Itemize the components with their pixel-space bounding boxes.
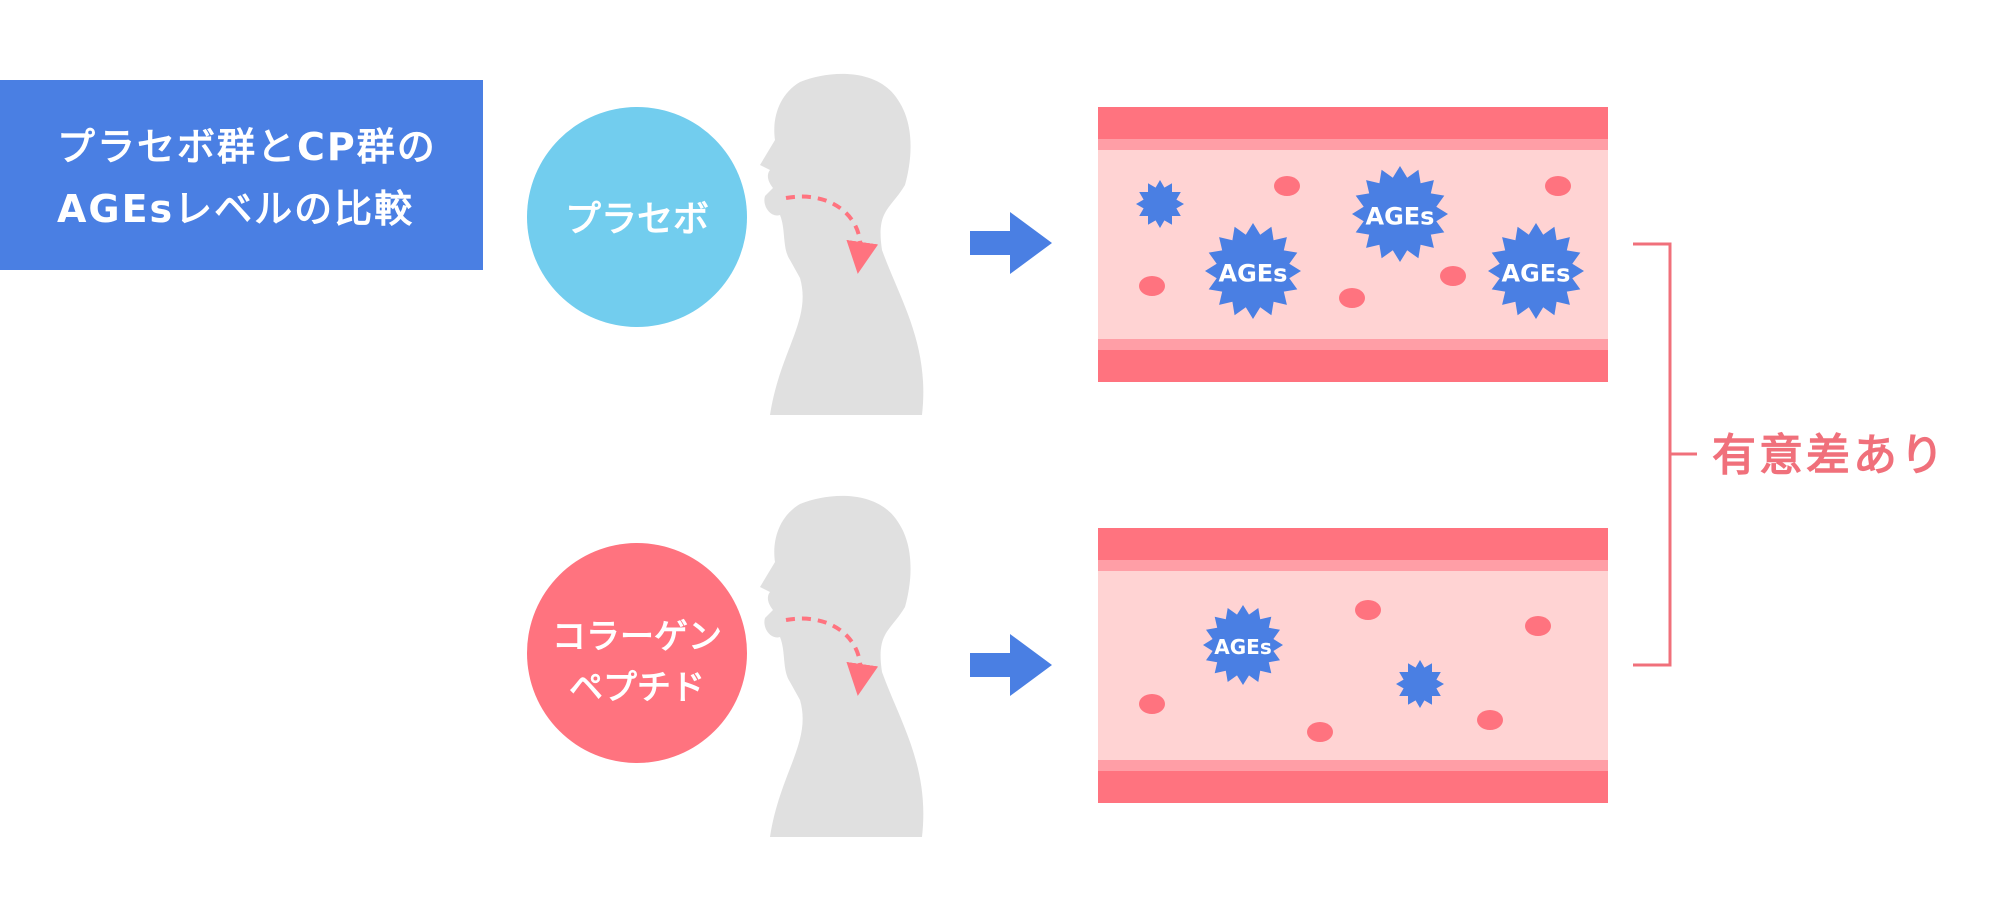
ages-star-shape: [1396, 660, 1444, 708]
ages-label: AGEs: [1366, 203, 1435, 231]
blood-dot: [1525, 616, 1551, 636]
swallow-arrow-placebo: [785, 194, 879, 274]
arrow-collagen: [970, 634, 1052, 696]
collagen-peptide-label-line-2: ペプチド: [569, 668, 705, 708]
placebo-label: プラセボ: [565, 199, 709, 240]
blood-dot: [1307, 722, 1333, 742]
blood-dot: [1139, 276, 1165, 296]
ages-star-shape: [1352, 166, 1448, 262]
ages-star: AGEs: [1203, 605, 1283, 685]
result-label: 有意差あり: [1712, 430, 1947, 481]
ages-label: AGEs: [1214, 635, 1271, 659]
group-collagen-peptide: コラーゲン ペプチド AGEs: [527, 495, 1608, 837]
swallow-arrow-collagen: [785, 616, 879, 696]
head-silhouette-placebo: [760, 73, 924, 415]
ages-star-shape: [1136, 180, 1184, 228]
ages-star: AGEs: [1352, 166, 1448, 262]
ages-star: AGEs: [1488, 223, 1584, 319]
small-ages-star: [1136, 180, 1184, 228]
ages-star-shape: [1488, 223, 1584, 319]
ages-star-shape: [1203, 605, 1283, 685]
title-line-1: プラセボ群とCP群の: [57, 125, 437, 169]
blood-dot: [1477, 710, 1503, 730]
blood-dot: [1440, 266, 1466, 286]
title-box: プラセボ群とCP群の AGEsレベルの比較: [0, 80, 483, 270]
blood-dot: [1139, 694, 1165, 714]
ages-star-shape: [1205, 223, 1301, 319]
ages-label: AGEs: [1502, 260, 1571, 288]
arrow-placebo: [970, 212, 1052, 274]
ages-label: AGEs: [1219, 260, 1288, 288]
blood-dot: [1355, 600, 1381, 620]
comparison-bracket: [1633, 242, 1697, 667]
title-line-2: AGEsレベルの比較: [57, 187, 415, 231]
head-silhouette-collagen: [760, 495, 924, 837]
blood-dot: [1339, 288, 1365, 308]
blood-dot: [1545, 176, 1571, 196]
small-ages-star: [1396, 660, 1444, 708]
placebo-circle: [527, 107, 747, 327]
vessel-collagen: [1098, 528, 1608, 803]
collagen-peptide-label-line-1: コラーゲン: [552, 617, 722, 657]
blood-dot: [1274, 176, 1300, 196]
group-placebo: プラセボ AGEs AGEs AGEs: [527, 73, 1608, 415]
collagen-peptide-circle: [527, 543, 747, 763]
ages-star: AGEs: [1205, 223, 1301, 319]
